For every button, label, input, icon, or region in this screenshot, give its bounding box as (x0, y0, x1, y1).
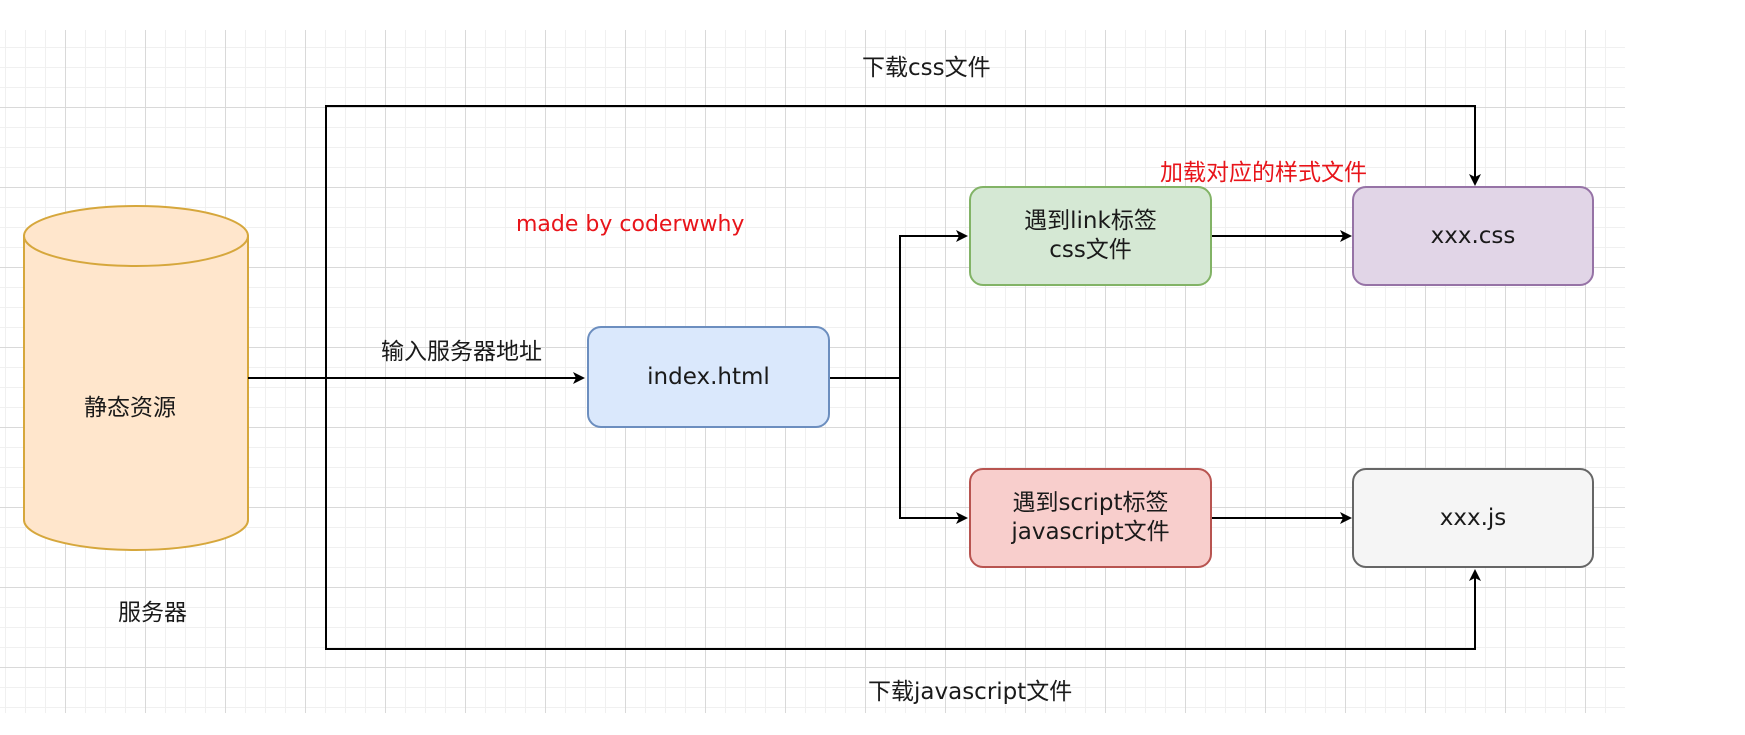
made-by-label: made by coderwwhy (516, 212, 745, 237)
script-tag-node[interactable]: 遇到script标签 javascript文件 (969, 468, 1212, 568)
download-css-label: 下载css文件 (862, 55, 991, 81)
load-style-label: 加载对应的样式文件 (1160, 160, 1367, 186)
server-label: 服务器 (118, 600, 187, 626)
link-tag-label: 遇到link标签 css文件 (1024, 208, 1157, 263)
index-html-label: index.html (647, 363, 770, 390)
static-resource-cylinder[interactable] (23, 205, 249, 551)
input-address-label: 输入服务器地址 (381, 339, 542, 365)
js-file-label: xxx.js (1439, 504, 1507, 531)
cylinder-top (23, 205, 249, 267)
download-js-label: 下载javascript文件 (868, 679, 1073, 705)
css-file-node[interactable]: xxx.css (1352, 186, 1594, 286)
css-file-label: xxx.css (1430, 222, 1516, 249)
script-tag-label: 遇到script标签 javascript文件 (1011, 490, 1170, 545)
edge-index-to-script (899, 378, 968, 524)
index-html-node[interactable]: index.html (587, 326, 830, 428)
js-file-node[interactable]: xxx.js (1352, 468, 1594, 568)
link-tag-node[interactable]: 遇到link标签 css文件 (969, 186, 1212, 286)
cylinder-body (23, 235, 249, 551)
edge-download-css (325, 105, 1481, 378)
edge-download-js (325, 378, 1481, 650)
edge-index-to-link (830, 230, 968, 379)
static-resource-label: 静态资源 (84, 395, 176, 421)
